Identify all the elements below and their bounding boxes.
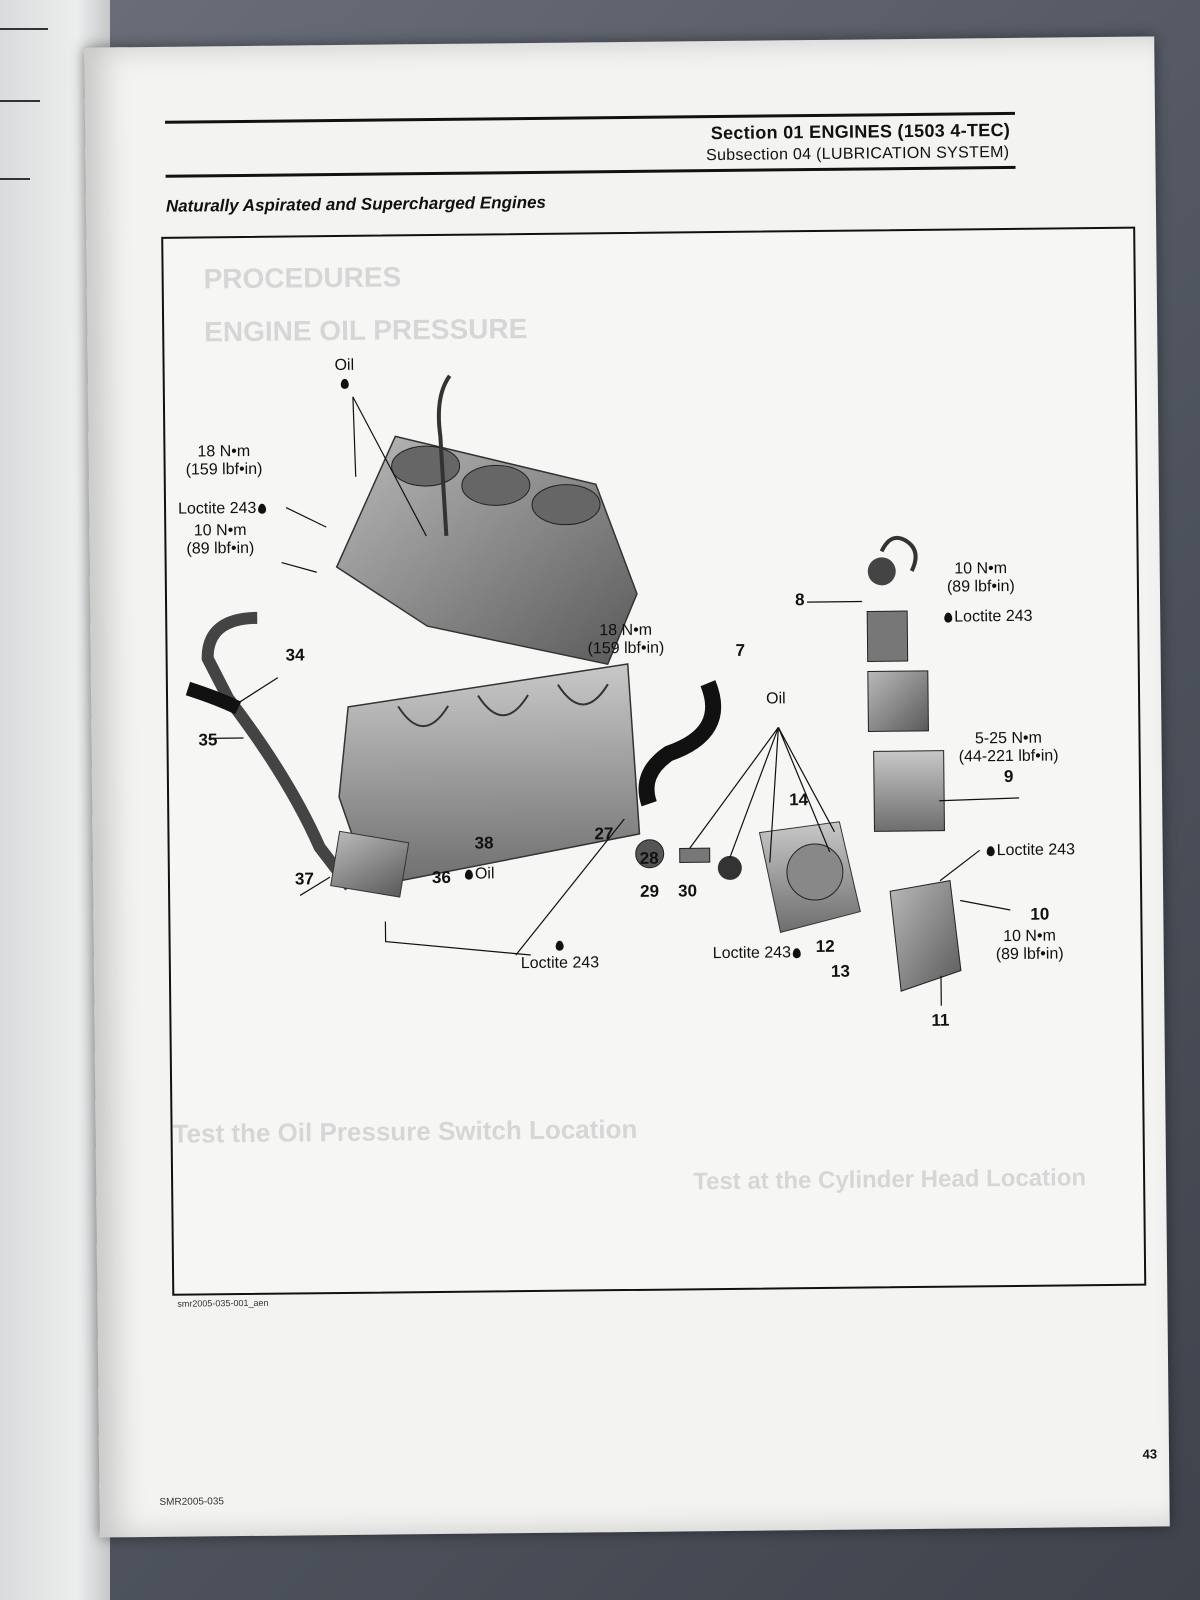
engine-parts-drawing xyxy=(185,374,1020,1006)
page-number: 43 xyxy=(1142,1446,1158,1462)
drop-icon xyxy=(986,846,995,857)
left-page-rule xyxy=(0,28,48,30)
oil-label: Oil xyxy=(463,865,495,883)
torque-label-5-25nm: 5-25 N•m(44-221 lbf•in) xyxy=(958,729,1059,766)
torque-value: 18 N•m xyxy=(197,442,251,461)
section-title: Section 01 ENGINES (1503 4-TEC) xyxy=(710,119,1011,144)
part-number: 28 xyxy=(639,848,659,868)
drop-icon xyxy=(792,948,802,959)
torque-value-imperial: (159 lbf•in) xyxy=(185,460,263,479)
part-number: 13 xyxy=(830,961,850,981)
loctite-label: Loctite 243 xyxy=(942,607,1033,627)
torque-value-imperial: (89 lbf•in) xyxy=(995,945,1064,964)
left-page-rule xyxy=(0,178,30,180)
part-number: 8 xyxy=(794,590,805,610)
torque-value: 18 N•m xyxy=(599,621,653,640)
leader-lines xyxy=(208,396,1020,1006)
manual-page: Section 01 ENGINES (1503 4-TEC) Subsecti… xyxy=(84,36,1170,1538)
part-number: 9 xyxy=(1003,766,1014,787)
part-number: 7 xyxy=(735,640,746,660)
loctite-label: Loctite 243 xyxy=(521,936,600,973)
oil-label: Oil xyxy=(766,690,786,708)
torque-label-18nm: 18 N•m(159 lbf•in) xyxy=(185,442,263,480)
torque-label-10nm-right: 10 N•m(89 lbf•in) xyxy=(947,560,1015,597)
cylinder-block xyxy=(335,374,638,666)
pump-gear-28 xyxy=(635,839,665,869)
torque-value: 10 N•m xyxy=(1003,927,1056,946)
part-number: 10 xyxy=(1030,904,1050,924)
torque-value: 10 N•m xyxy=(193,521,247,540)
part-number: 12 xyxy=(815,936,835,957)
part-number: 36 xyxy=(431,867,451,888)
pump-shaft-29 xyxy=(679,847,711,863)
torque-label-10nm: 10 N•m(89 lbf•in) xyxy=(186,522,254,559)
figure-code: smr2005-035-001_aen xyxy=(177,1297,269,1309)
subsection-title: Subsection 04 (LUBRICATION SYSTEM) xyxy=(705,143,1010,165)
oil-cooler xyxy=(330,830,410,898)
torque-value-imperial: (159 lbf•in) xyxy=(587,639,665,658)
label-text: Loctite 243 xyxy=(177,499,257,518)
torque-value-imperial: (89 lbf•in) xyxy=(186,539,255,558)
crankcase xyxy=(338,663,641,888)
pump-rotor xyxy=(786,843,844,901)
loctite-label: Loctite 243 xyxy=(178,500,268,519)
label-text: Oil xyxy=(765,690,786,708)
header-bottom-rule xyxy=(165,165,1016,178)
torque-value-imperial: (89 lbf•in) xyxy=(946,577,1015,596)
exploded-view-figure: PROCEDURES ENGINE OIL PRESSURE Test the … xyxy=(161,226,1147,1296)
label-text: Loctite 243 xyxy=(954,607,1033,626)
torque-label-10nm-bottom: 10 N•m(89 lbf•in) xyxy=(995,927,1064,964)
oil-hoses xyxy=(185,611,355,891)
label-text: Oil xyxy=(334,356,355,375)
drop-icon xyxy=(258,503,267,514)
label-text: Loctite 243 xyxy=(520,954,600,973)
part-number: 27 xyxy=(594,824,614,844)
hose-part-7 xyxy=(638,680,722,807)
drop-icon xyxy=(464,869,473,880)
part-number: 14 xyxy=(789,790,809,810)
drop-icon xyxy=(944,612,953,623)
pump-gear-30 xyxy=(717,855,742,880)
loctite-label: Loctite 243 xyxy=(985,841,1075,860)
drop-icon xyxy=(340,378,349,389)
torque-value: 10 N•m xyxy=(954,560,1008,578)
figure-title: Naturally Aspirated and Supercharged Eng… xyxy=(165,192,547,216)
oil-label: Oil xyxy=(334,357,354,393)
part-number: 34 xyxy=(285,645,305,665)
label-text: Loctite 243 xyxy=(712,944,792,963)
part-number: 11 xyxy=(931,1010,950,1030)
part-number: 35 xyxy=(198,730,218,750)
part-number: 38 xyxy=(474,833,494,853)
drop-icon xyxy=(555,940,564,951)
regulator-housing-stack xyxy=(866,535,962,992)
left-page-rule xyxy=(0,100,40,102)
loctite-label: Loctite 243 xyxy=(713,944,803,963)
label-text: Oil xyxy=(474,865,495,883)
part-number: 30 xyxy=(677,881,698,901)
part-number: 29 xyxy=(639,881,660,901)
torque-label-18nm-crankcase: 18 N•m(159 lbf•in) xyxy=(587,622,664,659)
document-code: SMR2005-035 xyxy=(159,1496,225,1508)
torque-value-imperial: (44-221 lbf•in) xyxy=(958,747,1059,766)
torque-value: 5-25 N•m xyxy=(974,729,1043,748)
part-number: 37 xyxy=(294,869,314,889)
label-text: Loctite 243 xyxy=(996,841,1076,860)
